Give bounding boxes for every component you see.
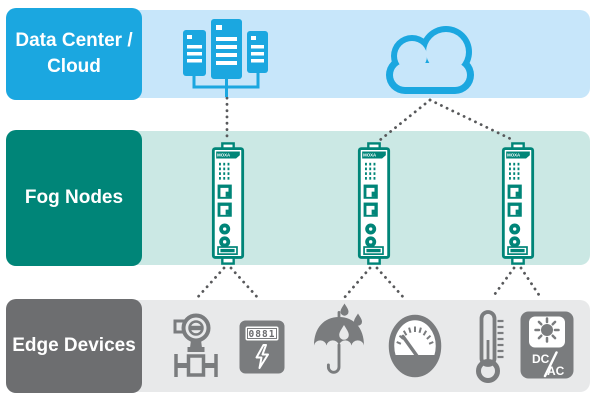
converter-dc-label: DC bbox=[532, 352, 550, 366]
cloud-label-line2: Cloud bbox=[47, 56, 101, 77]
fog-gateway-icon bbox=[208, 142, 248, 265]
edge-label-line1: Edge Devices bbox=[12, 335, 136, 357]
cloud-layer-label: Data Center / Cloud bbox=[6, 8, 142, 100]
fog-label-line1: Fog Nodes bbox=[24, 187, 124, 209]
cloud-label-line1: Data Center / bbox=[15, 30, 133, 52]
meter-display: 0881 bbox=[249, 329, 276, 340]
edge-layer-label: Edge Devices bbox=[6, 299, 142, 393]
server-cluster-icon bbox=[183, 19, 268, 97]
raindrop-icon bbox=[340, 303, 349, 316]
cloud-icon bbox=[386, 26, 474, 94]
lightning-bolt-icon bbox=[255, 344, 269, 369]
fog-gateway-icon bbox=[498, 142, 538, 265]
sun-icon bbox=[534, 317, 560, 343]
gauge-needle bbox=[401, 334, 419, 358]
dotted-connector-group bbox=[195, 96, 543, 300]
fog-layer-label: Fog Nodes bbox=[6, 130, 142, 266]
dc-ac-converter-icon: DC AC bbox=[520, 311, 574, 379]
rain-umbrella-icon bbox=[314, 303, 364, 374]
raindrop-cutout-icon bbox=[339, 325, 349, 340]
flow-meter-icon bbox=[173, 313, 218, 377]
analog-gauge-icon bbox=[388, 314, 442, 378]
power-meter-icon: 0881 bbox=[239, 320, 285, 374]
raindrop-icon bbox=[354, 313, 362, 326]
fog-gateway-icon bbox=[354, 142, 394, 265]
thermometer-ticks bbox=[497, 319, 504, 359]
converter-ac-label: AC bbox=[547, 364, 565, 378]
thermometer-icon bbox=[476, 310, 504, 383]
